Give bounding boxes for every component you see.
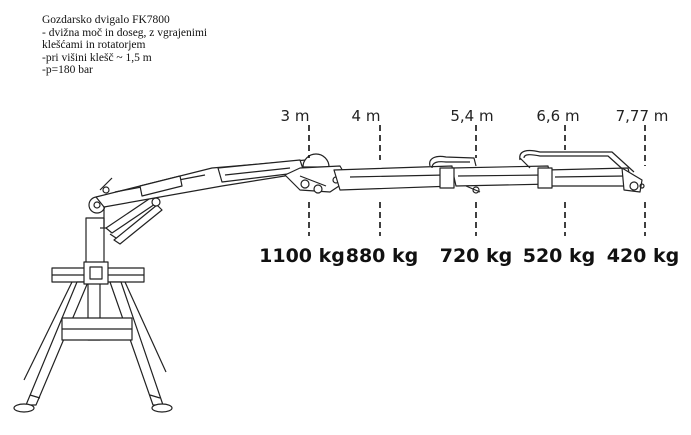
outer-boom-cylinders [429, 149, 635, 175]
reach-markers [308, 125, 646, 236]
knuckle-joint [284, 153, 349, 194]
reach-capacity-3: 720 kg [440, 245, 513, 267]
reach-capacity-1: 1100 kg [259, 245, 345, 267]
lift-cylinder [105, 196, 163, 245]
reach-distance-4: 6,6 m [536, 107, 579, 125]
tripod-base [13, 267, 173, 413]
boom-tip [465, 167, 645, 194]
spec-line-4: -p=180 bar [42, 64, 93, 77]
reach-distance-5: 7,77 m [616, 107, 669, 125]
reach-capacity-2: 880 kg [346, 245, 419, 267]
reach-distance-2: 4 m [352, 107, 381, 125]
main-boom [95, 159, 311, 208]
reach-distance-3: 5,4 m [450, 107, 493, 125]
reach-distance-1: 3 m [281, 107, 310, 125]
spec-line-2: klešćami in rotatorjem [42, 39, 146, 52]
spec-title: Gozdarsko dvigalo FK7800 [42, 14, 170, 26]
reach-capacity-5: 420 kg [607, 245, 680, 267]
reach-capacity-4: 520 kg [523, 245, 596, 267]
crane-column [83, 196, 109, 285]
outer-boom [333, 165, 633, 191]
spec-line-1: - dvižna moč in doseg, z vgrajenimi [42, 26, 208, 39]
spec-line-3: -pri višini klešč ~ 1,5 m [42, 51, 152, 64]
spec-notes: Gozdarsko dvigalo FK7800 - dvižna moč in… [42, 14, 272, 77]
